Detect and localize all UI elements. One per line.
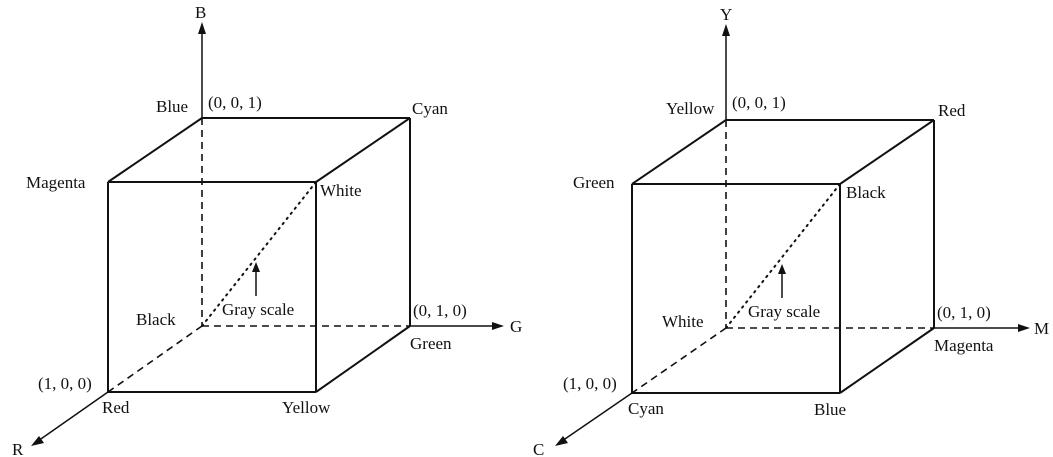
rgb-gray-diagonal (201, 181, 317, 327)
cmy-axis-label-m: M (1034, 319, 1049, 338)
cmy-axis-label-c: C (533, 440, 544, 457)
rgb-axis-b-head (198, 22, 206, 34)
rgb-coord-left: (1, 0, 0) (38, 374, 92, 393)
cmy-label-cyan: Cyan (628, 399, 664, 418)
cmy-gray-scale-label: Gray scale (748, 302, 820, 321)
rgb-top-left-edge (107, 117, 203, 183)
rgb-label-blue: Blue (156, 97, 188, 116)
cmy-label-white: White (662, 312, 704, 331)
cmy-cube: Y M C Yellow Red Green Black White Magen… (533, 5, 1049, 457)
cmy-gray-pointer-head (778, 264, 786, 274)
rgb-top-right-edge (315, 117, 411, 183)
cmy-label-red: Red (938, 101, 966, 120)
cmy-gray-diagonal (725, 183, 841, 329)
rgb-label-white: White (320, 181, 362, 200)
rgb-label-red: Red (102, 398, 130, 417)
rgb-label-yellow: Yellow (282, 398, 331, 417)
cmy-top-left-edge (631, 119, 727, 185)
rgb-cube: B G R Blue Cyan Magenta White Black Gree… (12, 3, 522, 457)
cmy-top-right-edge (839, 119, 935, 185)
cmy-bottom-right-edge (839, 327, 935, 394)
rgb-hidden-edge-depth (107, 325, 203, 393)
rgb-gray-scale-label: Gray scale (222, 300, 294, 319)
rgb-axis-g-head (492, 322, 504, 330)
rgb-axis-label-r: R (12, 440, 24, 457)
cmy-axis-m-head (1018, 324, 1030, 332)
cmy-axis-y-head (722, 24, 730, 36)
cmy-hidden-edge-depth (631, 327, 727, 394)
rgb-bottom-right-edge (315, 325, 411, 393)
rgb-axis-r (37, 391, 109, 442)
rgb-coord-top: (0, 0, 1) (208, 93, 262, 112)
rgb-coord-right: (0, 1, 0) (413, 301, 467, 320)
cmy-label-black: Black (846, 183, 886, 202)
rgb-label-black: Black (136, 310, 176, 329)
rgb-axis-r-head (31, 436, 44, 446)
rgb-axis-label-g: G (510, 317, 522, 336)
rgb-label-magenta: Magenta (26, 173, 86, 192)
rgb-label-cyan: Cyan (412, 99, 448, 118)
cmy-label-green: Green (573, 173, 615, 192)
cmy-coord-top: (0, 0, 1) (732, 93, 786, 112)
cmy-axis-label-y: Y (720, 5, 732, 24)
cmy-label-magenta: Magenta (934, 336, 994, 355)
rgb-gray-pointer-head (252, 262, 260, 272)
cmy-coord-right: (0, 1, 0) (937, 303, 991, 322)
cmy-axis-c-head (555, 436, 568, 446)
cmy-coord-left: (1, 0, 0) (563, 374, 617, 393)
cmy-label-blue: Blue (814, 400, 846, 419)
rgb-label-green: Green (410, 334, 452, 353)
rgb-axis-label-b: B (195, 3, 206, 22)
cmy-label-yellow: Yellow (666, 99, 715, 118)
cmy-axis-c (561, 392, 633, 442)
